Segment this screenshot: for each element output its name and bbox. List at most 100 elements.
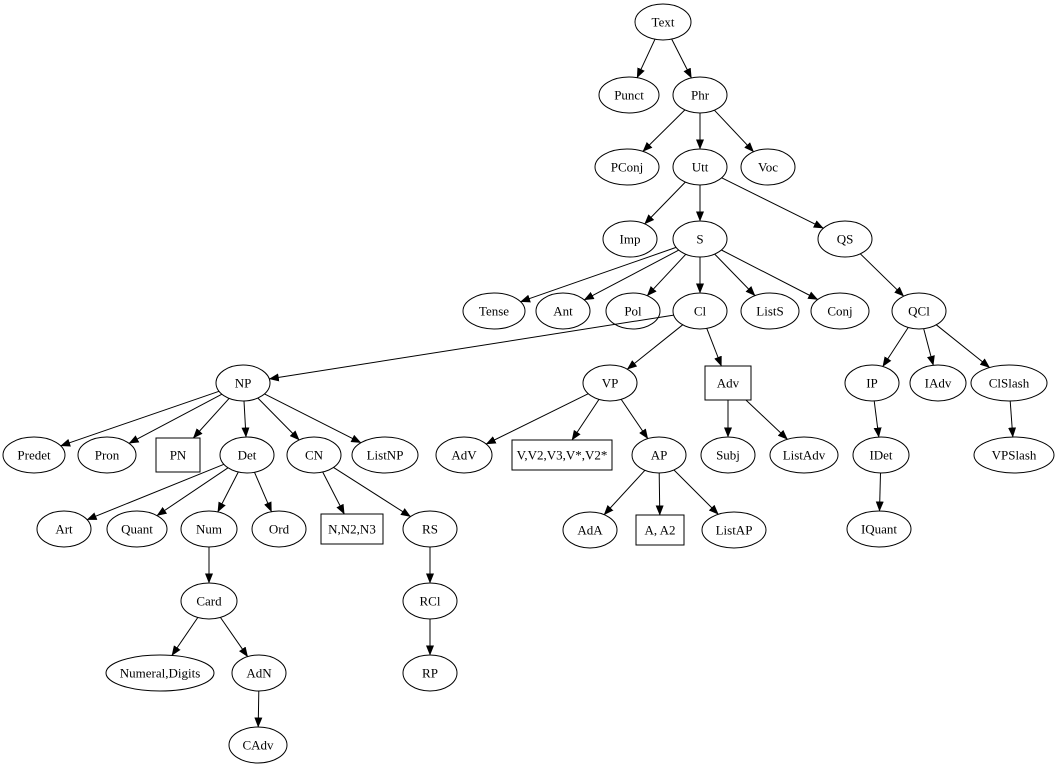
node-label-Tense: Tense [479, 304, 509, 319]
node-label-Subj: Subj [716, 448, 740, 463]
node-Adjs: A, A2 [635, 514, 685, 546]
node-label-Ant: Ant [553, 304, 573, 319]
node-shape-CN [286, 436, 342, 474]
node-shape-Card [180, 582, 238, 620]
edge-Cl-to-VP [626, 324, 684, 370]
node-shape-IP [844, 364, 900, 402]
edge-NP-to-ListNP [264, 393, 362, 444]
node-label-PConj: PConj [611, 160, 644, 175]
node-shape-RCl [402, 582, 458, 620]
node-shape-RP [402, 654, 458, 692]
node-label-Phr: Phr [691, 88, 710, 103]
node-label-Verbs: V,V2,V3,V*,V2* [517, 448, 608, 463]
node-label-ListNP: ListNP [367, 448, 404, 463]
node-shape-Conj [810, 292, 870, 330]
node-label-IDet: IDet [869, 448, 892, 463]
edge-Utt-to-QS [721, 177, 824, 229]
edge-IP-to-IDet [873, 400, 882, 438]
node-Card: Card [180, 582, 238, 620]
node-label-Pron: Pron [95, 448, 120, 463]
node-Voc: Voc [740, 148, 796, 186]
node-shape-ListAP [701, 511, 767, 549]
node-label-AdV: AdV [451, 448, 477, 463]
edge-NP-to-Det [241, 400, 250, 438]
node-Predet: Predet [2, 436, 66, 474]
edge-Card-to-AdN [219, 617, 249, 658]
node-shape-Phr [672, 76, 728, 114]
node-shape-IDet [852, 436, 910, 474]
node-shape-Tense [462, 292, 526, 330]
edge-AdN-to-CAdv [254, 690, 263, 728]
node-shape-AdV [435, 436, 493, 474]
node-PN: PN [155, 437, 201, 473]
node-AdA: AdA [562, 511, 618, 549]
node-Verbs: V,V2,V3,V*,V2* [511, 439, 613, 471]
node-NP: NP [215, 364, 271, 402]
node-shape-PN [155, 437, 201, 473]
node-label-Text: Text [652, 15, 675, 30]
edge-AP-to-Adjs [655, 472, 664, 516]
edge-QCl-to-IAdv [923, 328, 935, 366]
node-shape-Num [180, 510, 238, 548]
edge-Phr-to-Voc [714, 109, 754, 153]
edge-Text-to-Phr [671, 38, 692, 79]
edge-Det-to-Quant [156, 467, 229, 517]
node-label-VPSlash: VPSlash [992, 448, 1037, 463]
node-label-ListS: ListS [756, 304, 783, 319]
edge-VP-to-AP [620, 399, 649, 440]
node-shape-RS [402, 510, 458, 548]
node-IDet: IDet [852, 436, 910, 474]
node-shape-Subj [700, 436, 756, 474]
node-Conj: Conj [810, 292, 870, 330]
node-shape-Ord [251, 510, 307, 548]
edge-IDet-to-IQuant [875, 472, 884, 512]
node-shape-Voc [740, 148, 796, 186]
node-Adv: Adv [704, 365, 752, 401]
node-Det: Det [219, 436, 275, 474]
node-shape-VPSlash [973, 436, 1055, 474]
node-label-QS: QS [837, 232, 854, 247]
node-Nouns: N,N2,N3 [320, 513, 384, 545]
node-NumeralDigits: Numeral,Digits [105, 654, 215, 692]
node-shape-ListS [740, 292, 800, 330]
node-Quant: Quant [106, 510, 168, 548]
node-label-ListAP: ListAP [716, 523, 753, 538]
node-CN: CN [286, 436, 342, 474]
node-VP: VP [582, 364, 638, 402]
edge-S-to-Conj [721, 249, 819, 300]
node-shape-Verbs [511, 439, 613, 471]
node-ListS: ListS [740, 292, 800, 330]
edge-Det-to-Ord [254, 472, 272, 513]
node-shape-Adv [704, 365, 752, 401]
node-shape-ListNP [351, 436, 419, 474]
node-label-Predet: Predet [17, 448, 51, 463]
edge-QS-to-QCl [859, 253, 905, 297]
node-label-Nouns: N,N2,N3 [328, 522, 376, 537]
node-label-IP: IP [866, 376, 878, 391]
node-label-AdN: AdN [246, 666, 272, 681]
node-label-ClSlash: ClSlash [989, 376, 1030, 391]
node-IQuant: IQuant [846, 510, 912, 548]
edge-NP-to-Predet [60, 390, 220, 447]
node-label-Utt: Utt [692, 160, 709, 175]
node-Pol: Pol [605, 292, 661, 330]
node-label-Conj: Conj [827, 304, 852, 319]
node-IAdv: IAdv [909, 364, 967, 402]
node-label-Voc: Voc [758, 160, 778, 175]
node-Art: Art [36, 510, 92, 548]
node-Ant: Ant [535, 292, 591, 330]
node-Num: Num [180, 510, 238, 548]
node-label-RS: RS [422, 522, 438, 537]
node-CAdv: CAdv [228, 726, 288, 764]
node-label-Adv: Adv [717, 376, 740, 391]
node-shape-CAdv [228, 726, 288, 764]
node-QS: QS [817, 220, 873, 258]
edge-CN-to-RS [333, 466, 411, 518]
node-AdV: AdV [435, 436, 493, 474]
edge-Utt-to-Imp [644, 181, 686, 225]
edge-QCl-to-IP [882, 327, 909, 367]
node-label-IQuant: IQuant [861, 522, 897, 537]
edge-AP-to-AdA [603, 469, 646, 516]
